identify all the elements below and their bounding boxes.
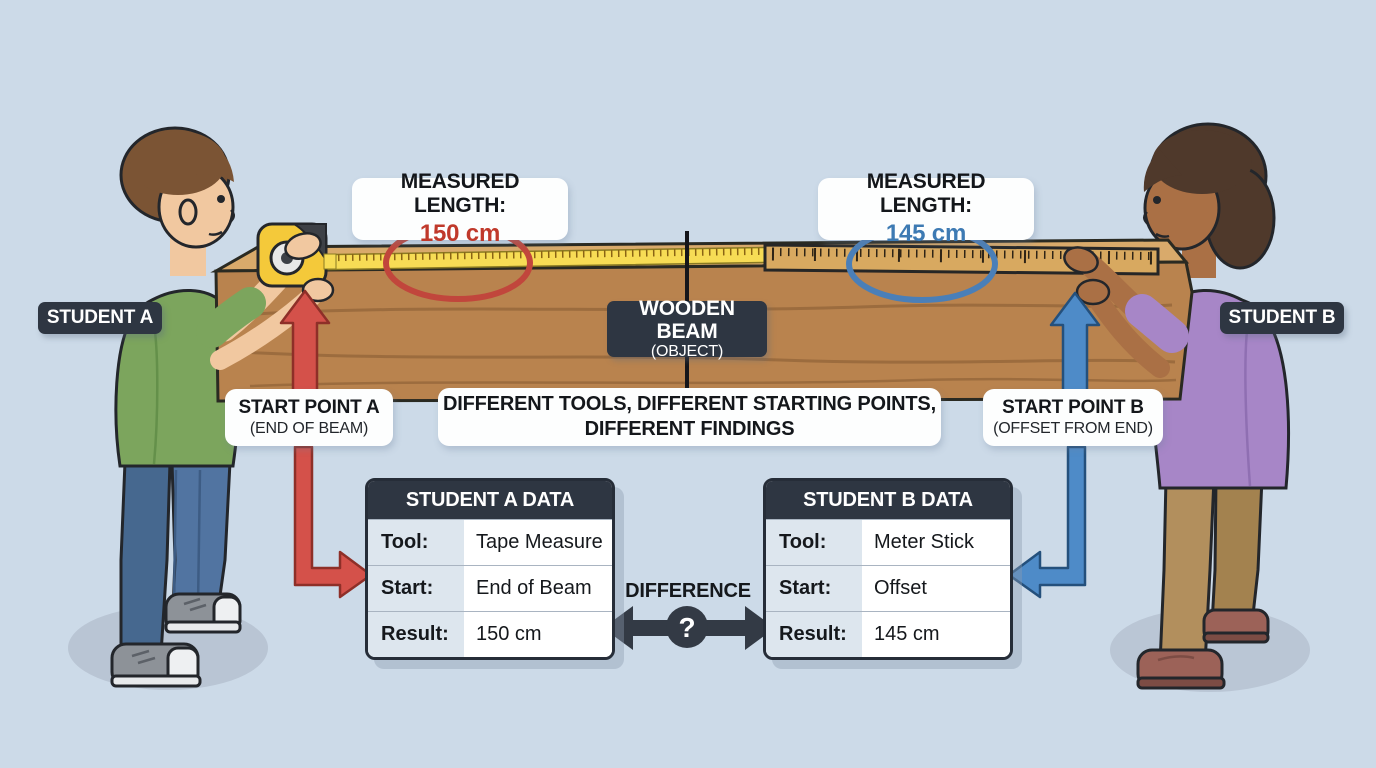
table-row: Tool: Tape Measure (368, 519, 612, 565)
row-value: 150 cm (464, 612, 612, 657)
blue-up-arrow (1049, 291, 1101, 394)
beam-label-line2: (OBJECT) (650, 343, 724, 361)
student-a-shoe-front (164, 592, 242, 634)
table-row: Tool: Meter Stick (766, 519, 1010, 565)
start-point-b-line2: (OFFSET FROM END) (993, 420, 1153, 437)
row-value: Offset (862, 566, 1010, 611)
row-value: 145 cm (862, 612, 1010, 657)
start-point-a-line1: START POINT A (238, 397, 380, 418)
caption-line2: DIFFERENT FINDINGS (584, 418, 795, 440)
blue-elbow-arrow (1007, 445, 1087, 599)
student-a-label: STUDENT A (38, 302, 162, 334)
start-point-b-line1: START POINT B (1002, 397, 1144, 418)
caption-box: DIFFERENT TOOLS, DIFFERENT STARTING POIN… (438, 388, 941, 446)
table-row: Start: End of Beam (368, 565, 612, 611)
difference-circle (666, 606, 708, 648)
difference-label: DIFFERENCE (625, 580, 751, 602)
student-a-shoe-back (110, 642, 202, 688)
difference-arrow: ? (603, 606, 775, 650)
caption-line1: DIFFERENT TOOLS, DIFFERENT STARTING POIN… (443, 393, 936, 415)
student-a-hand-bottom (301, 277, 335, 303)
student-b-hand-bottom (1075, 278, 1111, 306)
beam-label-line1: WOODEN BEAM (639, 297, 735, 344)
table-row: Result: 145 cm (766, 611, 1010, 657)
student-b-arms (1063, 246, 1189, 378)
row-value: Meter Stick (862, 520, 1010, 565)
measured-length-a-title: MEASURED LENGTH: (400, 170, 520, 217)
row-label: Result: (766, 612, 862, 657)
meter-stick (763, 243, 1160, 276)
row-value: End of Beam (464, 566, 612, 611)
student-b-shoe-back (1202, 608, 1270, 644)
red-up-arrow (279, 289, 331, 394)
start-point-a-box: START POINT A (END OF BEAM) (225, 389, 393, 446)
student-b-data-table: STUDENT B DATA Tool: Meter Stick Start: … (763, 478, 1013, 660)
row-label: Result: (368, 612, 464, 657)
red-elbow-arrow (293, 445, 373, 599)
difference-symbol: ? (678, 612, 695, 643)
measured-length-b-box: MEASURED LENGTH: 145 cm (818, 170, 1034, 247)
student-a-head (119, 126, 235, 249)
start-point-a-line2: (END OF BEAM) (249, 420, 369, 437)
row-label: Start: (368, 566, 464, 611)
student-b-hand-top (1063, 246, 1099, 274)
row-label: Tool: (368, 520, 464, 565)
measured-length-b-value: 145 cm (885, 220, 967, 247)
row-value: Tape Measure (464, 520, 612, 565)
student-a-figure (110, 126, 243, 688)
student-a-data-table: STUDENT A DATA Tool: Tape Measure Start:… (365, 478, 615, 660)
row-label: Tool: (766, 520, 862, 565)
student-b-shoe-front (1136, 648, 1226, 690)
table-row: Start: Offset (766, 565, 1010, 611)
student-a-table-title: STUDENT A DATA (368, 481, 612, 519)
student-b-head (1143, 122, 1276, 270)
row-label: Start: (766, 566, 862, 611)
student-b-table-title: STUDENT B DATA (766, 481, 1010, 519)
start-point-b-box: START POINT B (OFFSET FROM END) (983, 389, 1163, 446)
student-a-hand-top (284, 232, 322, 260)
student-b-label: STUDENT B (1220, 302, 1344, 334)
measured-length-a-box: MEASURED LENGTH: 150 cm (352, 170, 568, 247)
measured-length-a-value: 150 cm (419, 220, 501, 247)
table-row: Result: 150 cm (368, 611, 612, 657)
beam-label: WOODEN BEAM (OBJECT) (607, 297, 767, 360)
measured-length-b-title: MEASURED LENGTH: (866, 170, 986, 217)
student-a-arms (196, 222, 337, 370)
